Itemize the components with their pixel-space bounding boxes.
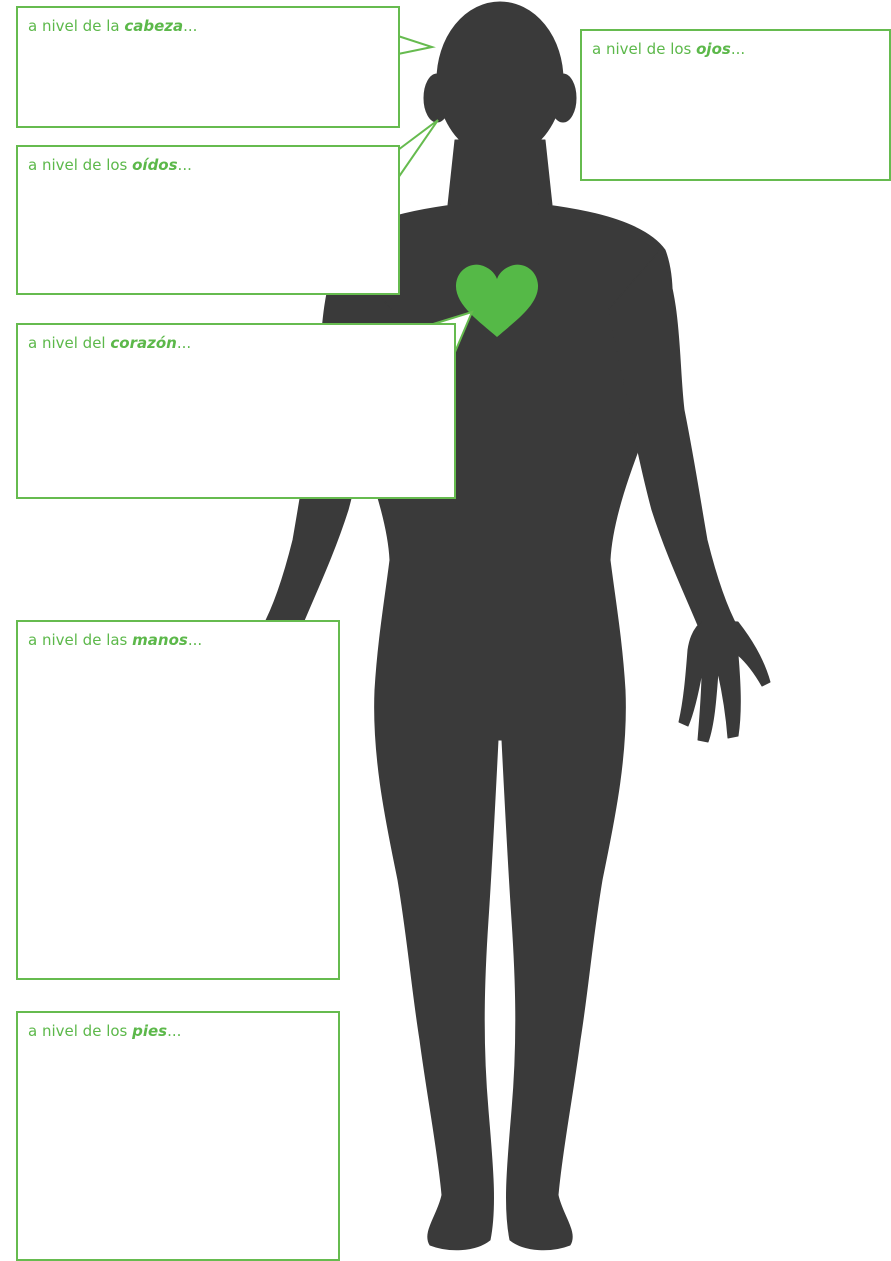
caption-prefix: a nivel de los bbox=[592, 40, 696, 58]
pointer-oidos bbox=[398, 120, 438, 178]
caption-ellipsis: ... bbox=[167, 1022, 181, 1040]
caption-box-oidos[interactable]: a nivel de los oídos... bbox=[16, 145, 400, 295]
caption-ellipsis: ... bbox=[178, 156, 192, 174]
caption-box-ojos[interactable]: a nivel de los ojos... bbox=[580, 29, 891, 181]
caption-prefix: a nivel del bbox=[28, 334, 110, 352]
caption-ellipsis: ... bbox=[183, 17, 197, 35]
head-shape bbox=[437, 2, 563, 158]
caption-keyword: cabeza bbox=[124, 17, 183, 35]
pointer-cabeza bbox=[398, 36, 432, 54]
right-hand-shape bbox=[679, 620, 770, 742]
caption-ellipsis: ... bbox=[188, 631, 202, 649]
caption-box-corazon[interactable]: a nivel del corazón... bbox=[16, 323, 456, 499]
caption-keyword: manos bbox=[132, 631, 188, 649]
caption-prefix: a nivel de los bbox=[28, 1022, 132, 1040]
caption-ellipsis: ... bbox=[731, 40, 745, 58]
caption-ellipsis: ... bbox=[177, 334, 191, 352]
caption-box-manos[interactable]: a nivel de las manos... bbox=[16, 620, 340, 980]
caption-prefix: a nivel de los bbox=[28, 156, 132, 174]
caption-box-cabeza[interactable]: a nivel de la cabeza... bbox=[16, 6, 400, 128]
caption-prefix: a nivel de las bbox=[28, 631, 132, 649]
caption-prefix: a nivel de la bbox=[28, 17, 124, 35]
neck-shape bbox=[448, 140, 552, 205]
caption-keyword: oídos bbox=[132, 156, 177, 174]
caption-keyword: pies bbox=[132, 1022, 167, 1040]
caption-box-pies[interactable]: a nivel de los pies... bbox=[16, 1011, 340, 1261]
caption-keyword: corazón bbox=[110, 334, 176, 352]
left-ear-shape bbox=[424, 74, 450, 122]
right-ear-shape bbox=[550, 74, 576, 122]
caption-keyword: ojos bbox=[696, 40, 731, 58]
